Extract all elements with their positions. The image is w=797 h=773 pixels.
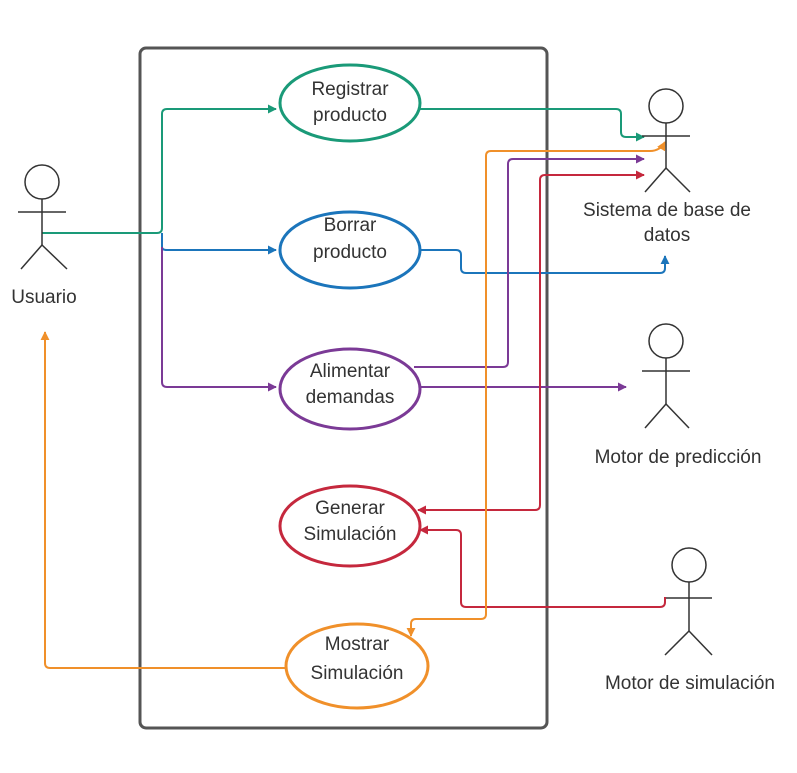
- use-case-registrar-line1: Registrar: [311, 79, 389, 100]
- actor-motor-simulacion-label: Motor de simulación: [605, 673, 775, 694]
- actor-motor-simulacion: [664, 547, 713, 656]
- use-case-registrar-producto: Registrar producto: [278, 63, 422, 143]
- actor-head-icon: [24, 164, 60, 200]
- connector-simulacion-generar: [419, 525, 666, 608]
- use-case-generar-line1: Generar: [315, 498, 385, 519]
- actor-head-icon: [671, 547, 707, 583]
- connector-base-datos-mostrar: [406, 141, 666, 637]
- connector-usuario-borrar: [161, 233, 277, 255]
- actor-usuario: [18, 164, 68, 270]
- connector-mostrar-usuario: [40, 331, 288, 669]
- connector-registrar-base-datos: [420, 108, 645, 142]
- use-case-alimentar-line1: Alimentar: [310, 361, 391, 382]
- actor-head-icon: [648, 88, 684, 124]
- use-case-registrar-line2: producto: [313, 105, 387, 126]
- use-case-generar-simulacion: Generar Simulación: [278, 484, 422, 568]
- use-case-borrar-line2: producto: [313, 242, 387, 263]
- connector-alimentar-base-datos: [414, 154, 645, 368]
- actor-usuario-label: Usuario: [11, 287, 76, 308]
- use-case-mostrar-simulacion: Mostrar Simulación: [284, 622, 430, 710]
- use-case-alimentar-line2: demandas: [306, 387, 395, 408]
- connector-usuario-alimentar: [161, 247, 277, 392]
- use-case-borrar-producto: Borrar producto: [278, 210, 422, 290]
- actor-base-datos-label-line1: Sistema de base de: [583, 200, 751, 221]
- use-case-borrar-line1: Borrar: [324, 215, 377, 236]
- connector-usuario-registrar: [42, 104, 277, 234]
- use-case-mostrar-line1: Mostrar: [325, 634, 390, 655]
- use-case-generar-line2: Simulación: [304, 524, 397, 545]
- actor-head-icon: [648, 323, 684, 359]
- use-case-alimentar-demandas: Alimentar demandas: [278, 347, 422, 431]
- actor-base-datos-label-line2: datos: [644, 225, 690, 246]
- use-case-mostrar-line2: Simulación: [311, 663, 404, 684]
- actor-motor-prediccion-label: Motor de predicción: [595, 447, 762, 468]
- connector-borrar-base-datos: [420, 249, 670, 274]
- actor-motor-prediccion: [642, 323, 690, 429]
- actor-base-datos: [642, 88, 691, 193]
